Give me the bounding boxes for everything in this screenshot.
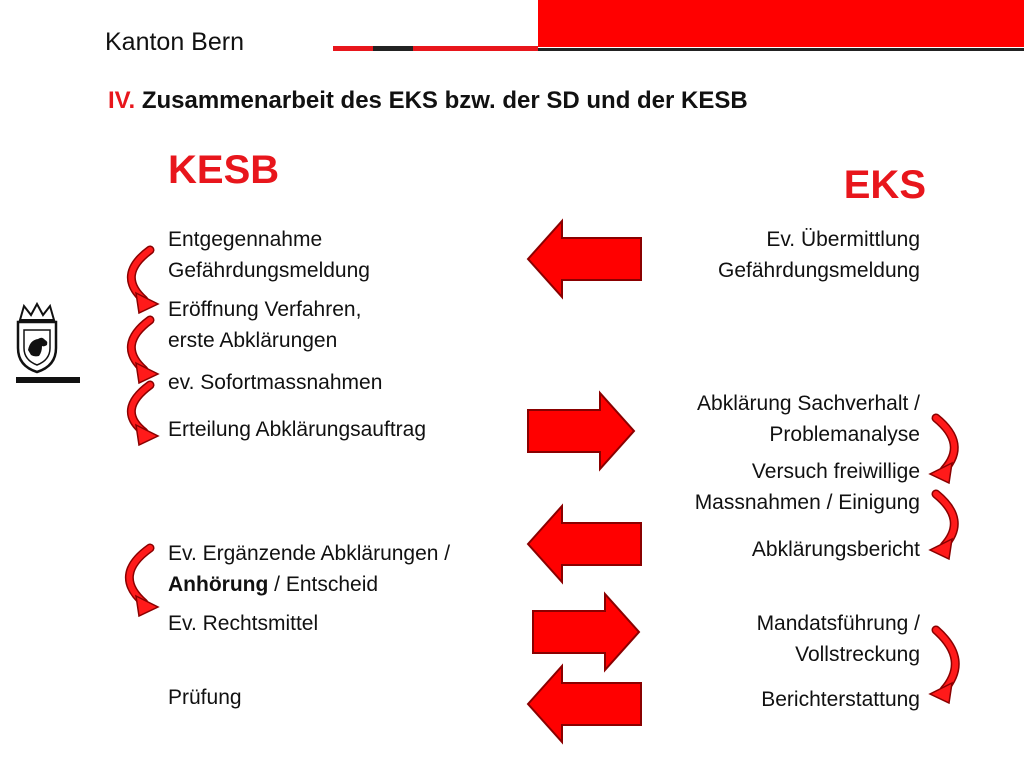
kesb-heading: KESB <box>168 148 280 192</box>
item-line: Vollstreckung <box>795 643 920 666</box>
header-stripe <box>373 46 413 51</box>
page-title: IV. Zusammenarbeit des EKS bzw. der SD u… <box>108 87 748 115</box>
arrow-right-icon <box>527 390 636 472</box>
item-line: Versuch freiwillige <box>751 460 920 483</box>
kesb-item-pruefung: Prüfung <box>168 682 242 713</box>
curved-arrow-icon <box>126 380 160 447</box>
item-line: Prüfung <box>168 686 242 709</box>
item-line: Abklärungsbericht <box>751 538 920 561</box>
item-line: Gefährdungsmeldung <box>168 259 370 282</box>
eks-item-uebermittlung: Ev. Übermittlung Gefährdungsmeldung <box>718 224 920 286</box>
header-stripe <box>538 48 1024 51</box>
kesb-item-ergaenzende-abklaerungen: Ev. Ergänzende Abklärungen / Anhörung / … <box>168 538 450 600</box>
curved-arrow-icon <box>126 315 160 385</box>
curved-arrow-icon <box>124 543 160 618</box>
curved-arrow-icon <box>928 489 959 561</box>
item-line: erste Abklärungen <box>168 329 338 352</box>
header-red-bar <box>538 0 1024 47</box>
item-line: Ev. Ergänzende Abklärungen / <box>168 542 451 565</box>
kesb-item-abklaerungsauftrag: Erteilung Abklärungsauftrag <box>168 414 426 445</box>
item-line: Eröffnung Verfahren, <box>168 298 362 321</box>
eks-item-berichterstattung: Berichterstattung <box>761 684 920 715</box>
arrow-left-icon <box>526 663 642 745</box>
eks-item-abklaerungsbericht: Abklärungsbericht <box>752 534 920 565</box>
item-line: Entgegennahme <box>168 228 323 251</box>
item-line: Berichterstattung <box>761 688 920 711</box>
item-line: Anhörung / Entscheid <box>168 569 450 600</box>
title-prefix: IV. <box>108 87 136 114</box>
eks-heading: EKS <box>843 163 926 207</box>
item-line: Abklärung Sachverhalt / <box>697 392 920 415</box>
eks-item-mandatsfuehrung: Mandatsführung / Vollstreckung <box>757 608 920 670</box>
header-stripe <box>413 46 453 51</box>
header-stripe <box>453 46 538 51</box>
eks-item-abklaerung-sachverhalt: Abklärung Sachverhalt / Problemanalyse <box>697 388 920 450</box>
kesb-item-rechtsmittel: Ev. Rechtsmittel <box>168 608 318 639</box>
eks-item-freiwillige-massnahmen: Versuch freiwillige Massnahmen / Einigun… <box>695 456 920 518</box>
item-line: Massnahmen / Einigung <box>694 491 920 514</box>
item-line: ev. Sofortmassnahmen <box>168 371 383 394</box>
item-line: Problemanalyse <box>769 423 920 446</box>
kesb-item-entgegennahme: Entgegennahme Gefährdungsmeldung <box>168 224 370 286</box>
bern-coat-of-arms-icon <box>14 300 84 395</box>
item-line: Ev. Rechtsmittel <box>168 612 319 635</box>
item-text: / Entscheid <box>268 573 379 596</box>
arrow-right-icon <box>532 591 641 673</box>
item-bold-text: Anhörung <box>168 573 269 596</box>
kesb-item-sofortmassnahmen: ev. Sofortmassnahmen <box>168 367 382 398</box>
item-line: Erteilung Abklärungsauftrag <box>168 418 426 441</box>
header-stripe <box>333 46 373 51</box>
kesb-item-eroeffnung: Eröffnung Verfahren, erste Abklärungen <box>168 294 361 356</box>
curved-arrow-icon <box>928 413 959 485</box>
org-name: Kanton Bern <box>105 28 244 56</box>
curved-arrow-icon <box>928 625 960 705</box>
item-line: Gefährdungsmeldung <box>718 259 920 282</box>
item-line: Mandatsführung / <box>756 612 920 635</box>
title-text: Zusammenarbeit des EKS bzw. der SD und d… <box>141 87 748 114</box>
arrow-left-icon <box>526 218 642 300</box>
item-line: Ev. Übermittlung <box>766 228 920 251</box>
curved-arrow-icon <box>126 245 160 315</box>
arrow-left-icon <box>526 503 642 585</box>
